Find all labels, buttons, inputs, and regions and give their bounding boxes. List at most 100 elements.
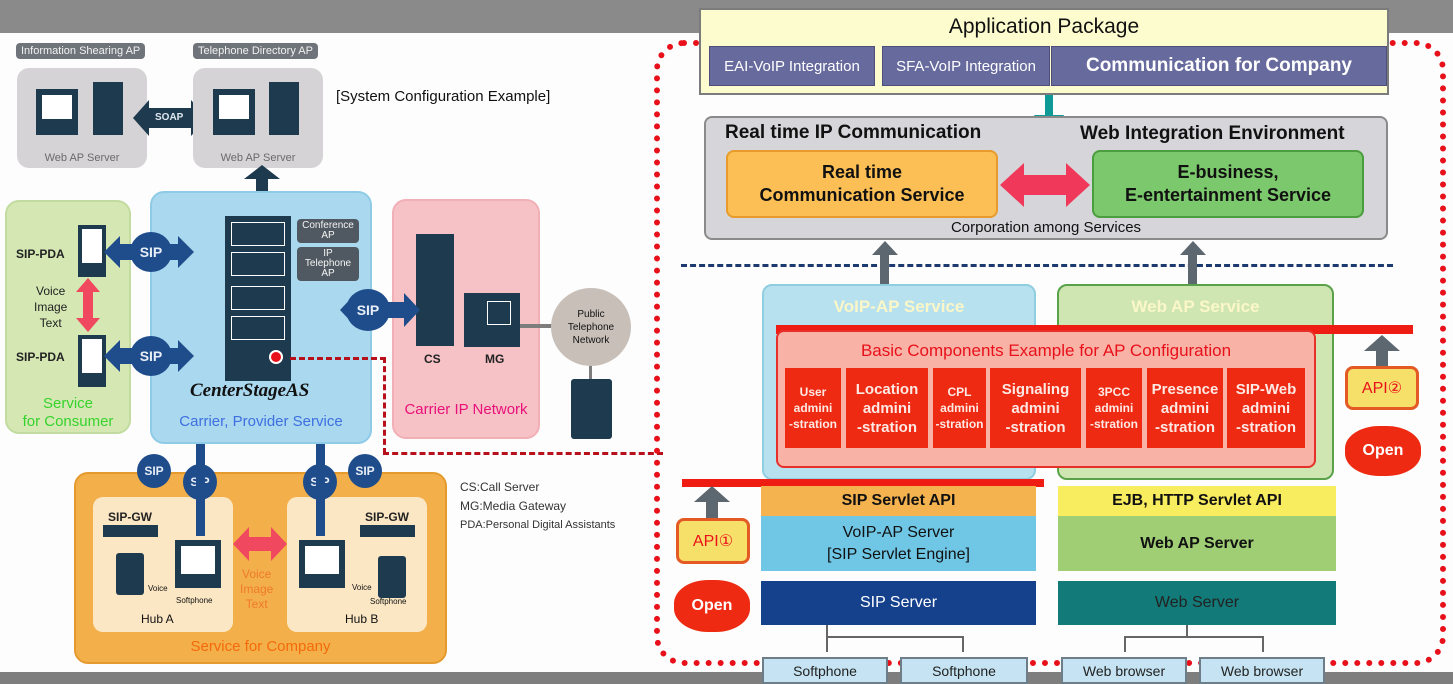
legend-mg: MG:Media Gateway xyxy=(460,499,567,513)
web-ap-server-2: Web AP Server xyxy=(193,68,323,168)
red-double-arrow-icon xyxy=(233,527,287,561)
system-config-title: [System Configuration Example] xyxy=(336,88,551,105)
application-package-title: Application Package xyxy=(948,15,1140,38)
web-ap-server-caption: Web AP Server xyxy=(44,152,120,164)
sip-pda-label: SIP-PDA xyxy=(16,350,65,364)
public-telephone-network: Public Telephone Network xyxy=(551,288,631,366)
teal-arrow-shaft xyxy=(1045,95,1053,117)
dashed-separator xyxy=(681,264,1393,267)
sip-pda-label: SIP-PDA xyxy=(16,247,65,261)
voice-label: Voice xyxy=(148,584,168,593)
sip-label: SIP xyxy=(346,289,390,331)
consumer-title: Service for Consumer xyxy=(5,395,131,431)
server-tower-icon xyxy=(93,82,123,135)
media-image: Image xyxy=(34,300,68,314)
sip-vertical-arrow-icon xyxy=(196,444,205,536)
carrier-title: Carrier IP Network xyxy=(404,401,528,418)
connector-line xyxy=(1262,636,1264,652)
open-cloud: Open xyxy=(674,580,750,632)
dashed-link xyxy=(290,357,386,360)
component-line: admini xyxy=(793,401,833,415)
communication-for-company: Communication for Company xyxy=(1051,46,1387,86)
basic-components-title: Basic Components Example for AP Configur… xyxy=(860,341,1232,360)
card-line: E-entertainment Service xyxy=(1124,185,1332,205)
red-api-bar xyxy=(682,479,1044,487)
telephone-icon xyxy=(116,553,144,595)
red-double-arrow-icon xyxy=(76,278,100,332)
server-tower-icon xyxy=(269,82,299,135)
component-line: -stration xyxy=(789,417,837,431)
pda-device-icon xyxy=(78,225,106,277)
client-web-browser: Web browser xyxy=(1061,657,1187,684)
sip-gateway-icon xyxy=(103,525,158,537)
consumer-media-list: Voice Image Text xyxy=(34,283,67,331)
eai-voip-integration: EAI-VoIP Integration xyxy=(709,46,875,86)
layer-line: VoIP-AP Server xyxy=(842,523,955,541)
media-voice: Voice xyxy=(36,284,66,298)
ejb-http-servlet-api-layer: EJB, HTTP Servlet API xyxy=(1058,486,1336,516)
sip-gw-label: SIP-GW xyxy=(365,510,409,524)
connection-point-icon xyxy=(269,350,283,364)
consumer-title-line1: Service xyxy=(42,395,94,412)
conference-ap-tag: Conference AP xyxy=(297,219,359,243)
component-name: Signaling xyxy=(1001,380,1070,398)
connector-line xyxy=(589,366,592,380)
component-line: admini xyxy=(1160,399,1210,417)
media-text: Text xyxy=(245,597,268,611)
call-server-icon xyxy=(416,234,454,346)
soap-label: SOAP xyxy=(155,112,184,123)
component-line: admini xyxy=(1094,401,1134,415)
sip-gw-label: SIP-GW xyxy=(108,510,152,524)
sip-label: SIP xyxy=(137,454,171,488)
ebusiness-service: E-business,E-entertainment Service xyxy=(1092,150,1364,218)
red-api-bar xyxy=(776,325,1413,334)
connector-line xyxy=(1124,636,1126,652)
connector-line xyxy=(826,625,828,637)
client-softphone: Softphone xyxy=(762,657,888,684)
monitor-icon xyxy=(213,89,255,135)
consumer-service-box xyxy=(5,200,131,434)
telephone-icon xyxy=(378,556,406,598)
component-name: SIP-Web xyxy=(1235,380,1297,398)
dashed-link xyxy=(383,452,663,455)
sip-label: SIP xyxy=(348,454,382,488)
connector-line xyxy=(826,636,828,652)
sip-gateway-icon xyxy=(360,525,415,537)
provider-title: Carrier, Provider Service xyxy=(179,413,343,430)
component-line: -stration xyxy=(1155,418,1215,436)
card-line: Communication Service xyxy=(759,185,965,205)
voip-ap-service-title: VoIP-AP Service xyxy=(833,297,965,316)
application-package: Application Package EAI-VoIP Integration… xyxy=(699,8,1389,95)
media-gateway-icon xyxy=(464,293,520,347)
monitor-icon xyxy=(36,89,78,135)
component-line: -stration xyxy=(1005,418,1066,436)
component-name: CPL xyxy=(947,385,972,399)
mg-label: MG xyxy=(485,352,505,366)
centerstage-logo: CenterStageAS xyxy=(190,380,310,401)
card-line: Real time xyxy=(821,162,903,182)
component-line: -stration xyxy=(857,418,917,436)
component-line: -stration xyxy=(1090,417,1138,431)
connector-line xyxy=(962,636,964,652)
softphone-monitor-icon xyxy=(175,540,221,588)
dashed-link xyxy=(383,357,386,454)
sip-server-layer: SIP Server xyxy=(761,581,1036,625)
media-text: Text xyxy=(39,316,62,330)
up-arrow-shaft xyxy=(880,252,889,284)
layer-line: [SIP Servlet Engine] xyxy=(827,545,970,563)
softphone-label: Softphone xyxy=(176,596,213,605)
web-ap-server-layer: Web AP Server xyxy=(1058,516,1336,571)
up-arrow-icon xyxy=(1364,335,1400,369)
hub-b-label: Hub B xyxy=(345,612,379,626)
web-ap-service-title: Web AP Service xyxy=(1131,297,1260,316)
api-2-tag: API② xyxy=(1345,366,1419,410)
media-image: Image xyxy=(240,582,274,596)
connector-line xyxy=(1186,625,1188,637)
info-sharing-ap-tag: Information Shearing AP xyxy=(16,43,146,59)
voip-ap-server-layer: VoIP-AP Server [SIP Servlet Engine] xyxy=(761,516,1036,571)
